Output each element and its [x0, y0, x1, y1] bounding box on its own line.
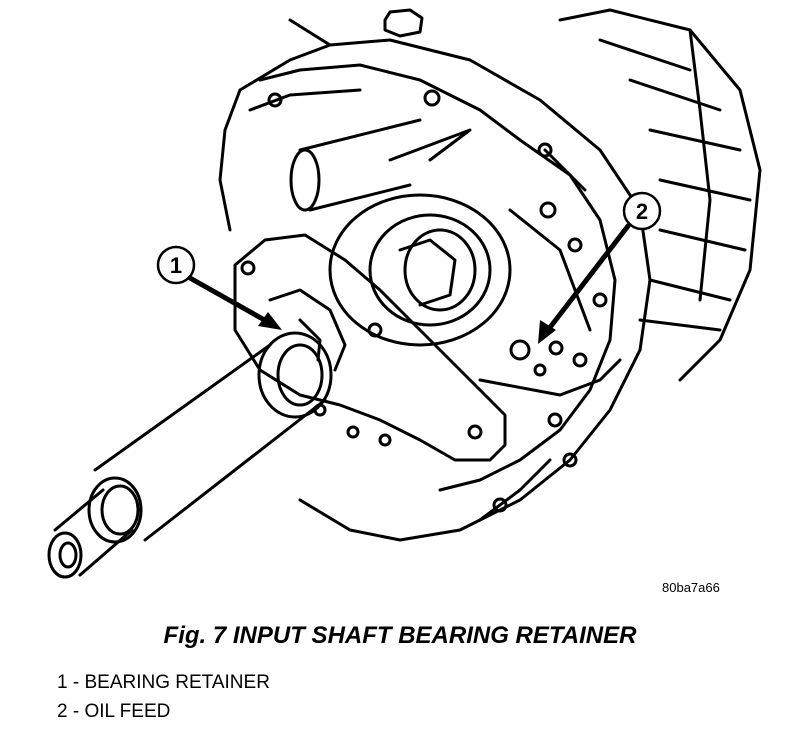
legend-item-label: BEARING RETAINER [84, 672, 270, 693]
legend-item: 1 - BEARING RETAINER [57, 668, 270, 697]
adapter-housing [218, 8, 652, 542]
legend-item-separator: - [67, 701, 85, 722]
figure-caption: Fig. 7 INPUT SHAFT BEARING RETAINER [163, 622, 637, 649]
rear-shaft-stub [289, 118, 472, 212]
center-bore [328, 193, 592, 347]
case-fins [558, 8, 762, 382]
callout-2-number: 2 [636, 199, 648, 224]
input-shaft-bearing-retainer-illustration: 1 2 [47, 8, 762, 579]
callout-1-number: 1 [170, 253, 182, 278]
image-code: 80ba7a66 [662, 580, 720, 595]
legend-item-number: 1 [57, 672, 68, 693]
callout-1: 1 [156, 245, 282, 330]
callout-2: 2 [538, 191, 662, 344]
input-shaft [47, 331, 333, 579]
legend-item: 2 - OIL FEED [57, 697, 270, 726]
legend-item-label: OIL FEED [84, 701, 171, 722]
legend-item-separator: - [67, 672, 85, 693]
legend: 1 - BEARING RETAINER 2 - OIL FEED [57, 668, 270, 726]
legend-item-number: 2 [57, 701, 68, 722]
